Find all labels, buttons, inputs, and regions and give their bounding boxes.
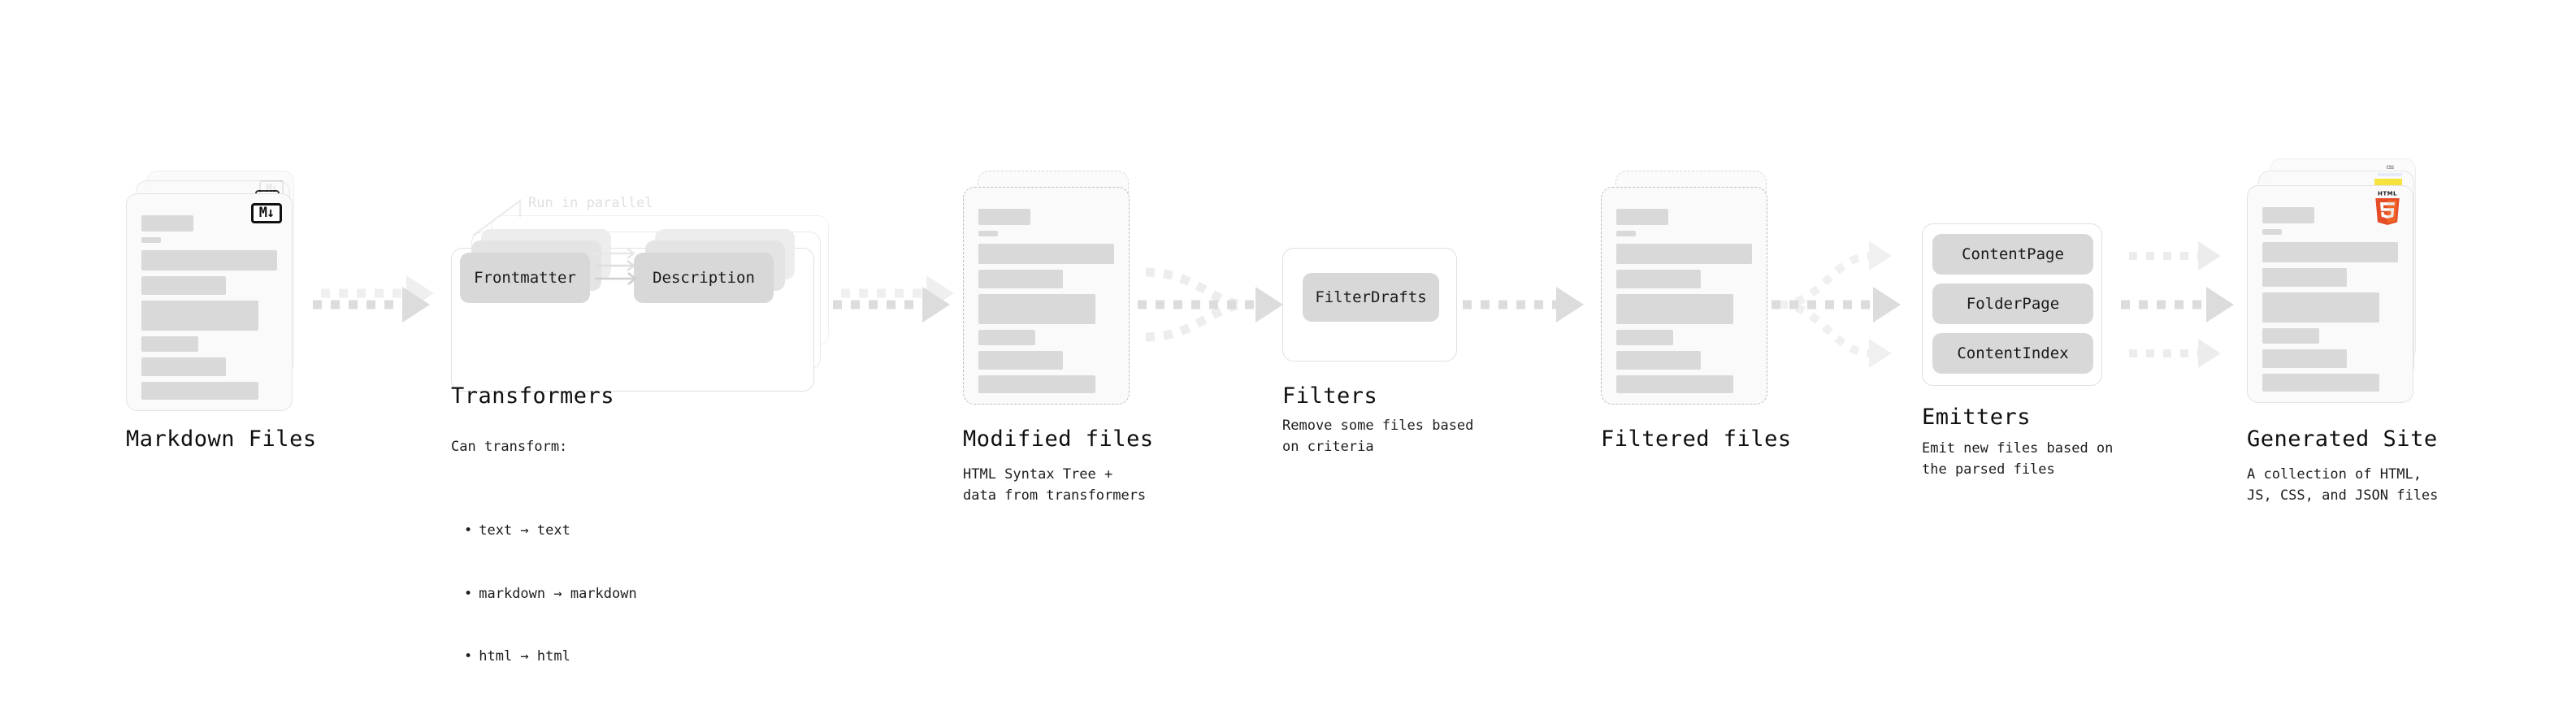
transform-item: •markdown → markdown xyxy=(464,585,637,602)
label-transformers: Transformers xyxy=(451,383,615,409)
markdown-card-front[interactable]: M↓ xyxy=(126,193,293,411)
skeleton-bars xyxy=(2262,207,2398,392)
folderpage-pill[interactable]: FolderPage xyxy=(1932,284,2093,324)
label-emitters: Emitters xyxy=(1922,405,2032,430)
filters-box[interactable]: FilterDrafts xyxy=(1282,248,1457,361)
description-pill[interactable]: Description xyxy=(634,253,774,303)
skeleton-bars xyxy=(978,209,1114,393)
label-run-in-parallel: Run in parallel xyxy=(528,195,653,211)
connector-emitters-to-site xyxy=(2121,240,2234,369)
modified-card-front[interactable] xyxy=(963,187,1130,405)
skeleton-bars xyxy=(1616,209,1752,393)
label-filters: Filters xyxy=(1282,383,1378,409)
filtered-card-front[interactable] xyxy=(1601,187,1767,405)
node-filtered-files xyxy=(1601,171,1788,414)
transform-items: •text → text •markdown → markdown •html … xyxy=(451,478,727,688)
skeleton-bars xyxy=(141,215,277,400)
node-modified-files xyxy=(963,171,1150,414)
transform-item: •html → html xyxy=(464,648,570,665)
filterdrafts-pill[interactable]: FilterDrafts xyxy=(1303,273,1439,322)
label-modified-files: Modified files xyxy=(963,426,1154,452)
node-markdown-files: M↓ M↓ M↓ xyxy=(126,171,313,414)
transform-heading: Can transform: xyxy=(451,438,568,455)
connector-markdown-to-transformers xyxy=(313,275,434,323)
html5-icon: HTML xyxy=(2375,191,2400,226)
connector-filters-to-filtered xyxy=(1463,287,1584,323)
node-filters: FilterDrafts xyxy=(1282,248,1461,366)
transform-item: •text → text xyxy=(464,522,570,539)
transformers-box-front[interactable]: Frontmatter Description xyxy=(451,229,814,392)
diagram-canvas: M↓ M↓ M↓ Markdown Files Frontm xyxy=(126,158,2442,665)
node-transformers: Frontmatter Description xyxy=(451,215,841,392)
svg-text:HTML: HTML xyxy=(2378,191,2397,197)
markdown-badge-icon: M↓ xyxy=(251,203,282,223)
site-card-front[interactable]: HTML xyxy=(2247,185,2413,403)
frontmatter-pill[interactable]: Frontmatter xyxy=(460,253,590,303)
label-filtered-files: Filtered files xyxy=(1601,426,1792,452)
connector-transformers-to-modified xyxy=(833,275,954,323)
label-generated-site: Generated Site xyxy=(2247,426,2438,452)
node-generated-site: CSS HTML xyxy=(2247,158,2442,410)
generated-site-description: A collection of HTML, JS, CSS, and JSON … xyxy=(2247,466,2439,504)
emitters-box[interactable]: ContentPage FolderPage ContentIndex xyxy=(1922,223,2102,386)
transformer-inner-arrows xyxy=(595,248,638,286)
modified-files-description: HTML Syntax Tree + data from transformer… xyxy=(963,466,1147,504)
contentindex-pill[interactable]: ContentIndex xyxy=(1932,333,2093,374)
emitters-description: Emit new files based on the parsed files xyxy=(1922,440,2114,478)
filters-description: Remove some files based on criteria xyxy=(1282,418,1474,455)
connector-filtered-to-emitters xyxy=(1772,240,1901,369)
label-markdown-files: Markdown Files xyxy=(126,426,317,452)
contentpage-pill[interactable]: ContentPage xyxy=(1932,234,2093,275)
transformers-description: Can transform: •text → text •markdown → … xyxy=(451,416,727,710)
node-emitters: ContentPage FolderPage ContentIndex xyxy=(1922,223,2125,394)
connector-modified-to-filters xyxy=(1138,267,1283,342)
